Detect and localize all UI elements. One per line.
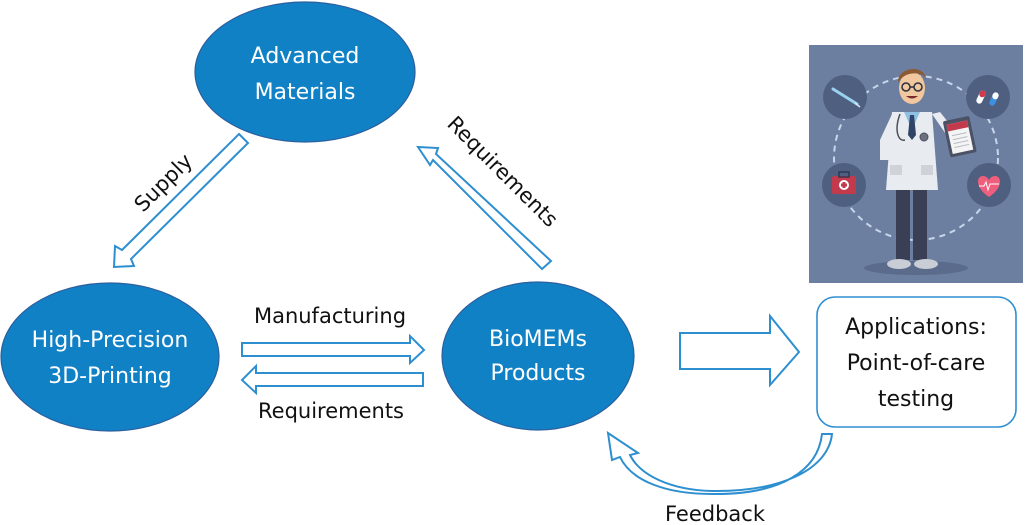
feedback-label: Feedback xyxy=(665,502,766,525)
node-label: testing xyxy=(878,387,954,412)
node-advanced-materials: Advanced Materials xyxy=(194,1,416,143)
node-label: BioMEMs xyxy=(489,327,587,352)
doctor-figure xyxy=(880,68,977,269)
requirements-back-label: Requirements xyxy=(258,399,404,423)
to-applications-arrow xyxy=(679,313,801,388)
manufacturing-arrow: Manufacturing xyxy=(241,304,426,366)
requirements-back-arrow: Requirements xyxy=(240,363,424,423)
manufacturing-label: Manufacturing xyxy=(254,304,406,328)
supply-arrow: Supply xyxy=(112,132,250,269)
node-high-precision-3d-printing: High-Precision 3D-Printing xyxy=(0,282,220,432)
arrow-shape xyxy=(240,363,424,396)
node-label: Applications: xyxy=(845,315,987,340)
arrow-shape xyxy=(606,430,834,496)
arrow-shape xyxy=(241,333,426,366)
requirements-up-arrow: Requirements xyxy=(416,112,563,271)
node-applications: Applications: Point-of-care testing xyxy=(816,296,1017,428)
pills-icon xyxy=(966,75,1010,119)
syringe-icon xyxy=(823,75,867,119)
ellipse-shape xyxy=(0,282,220,432)
node-label: 3D-Printing xyxy=(48,364,172,389)
requirements-up-label: Requirements xyxy=(442,112,562,232)
applications-box xyxy=(816,296,1017,428)
doctor-illustration xyxy=(809,45,1023,283)
supply-label: Supply xyxy=(130,149,198,217)
ellipse-shape xyxy=(194,1,416,143)
feedback-arrow: Feedback xyxy=(606,430,834,525)
ellipse-shape xyxy=(441,281,635,431)
arrow-shape xyxy=(416,145,553,271)
node-label: High-Precision xyxy=(32,328,189,353)
node-label: Point-of-care xyxy=(847,351,986,376)
heart-rate-icon xyxy=(967,163,1011,207)
node-label: Advanced xyxy=(251,44,360,69)
arrow-shape xyxy=(679,313,801,388)
node-label: Products xyxy=(491,361,586,386)
arrow-shape xyxy=(112,132,250,269)
node-biomems-products: BioMEMs Products xyxy=(441,281,635,431)
node-label: Materials xyxy=(255,80,356,105)
first-aid-kit-icon xyxy=(822,163,866,207)
